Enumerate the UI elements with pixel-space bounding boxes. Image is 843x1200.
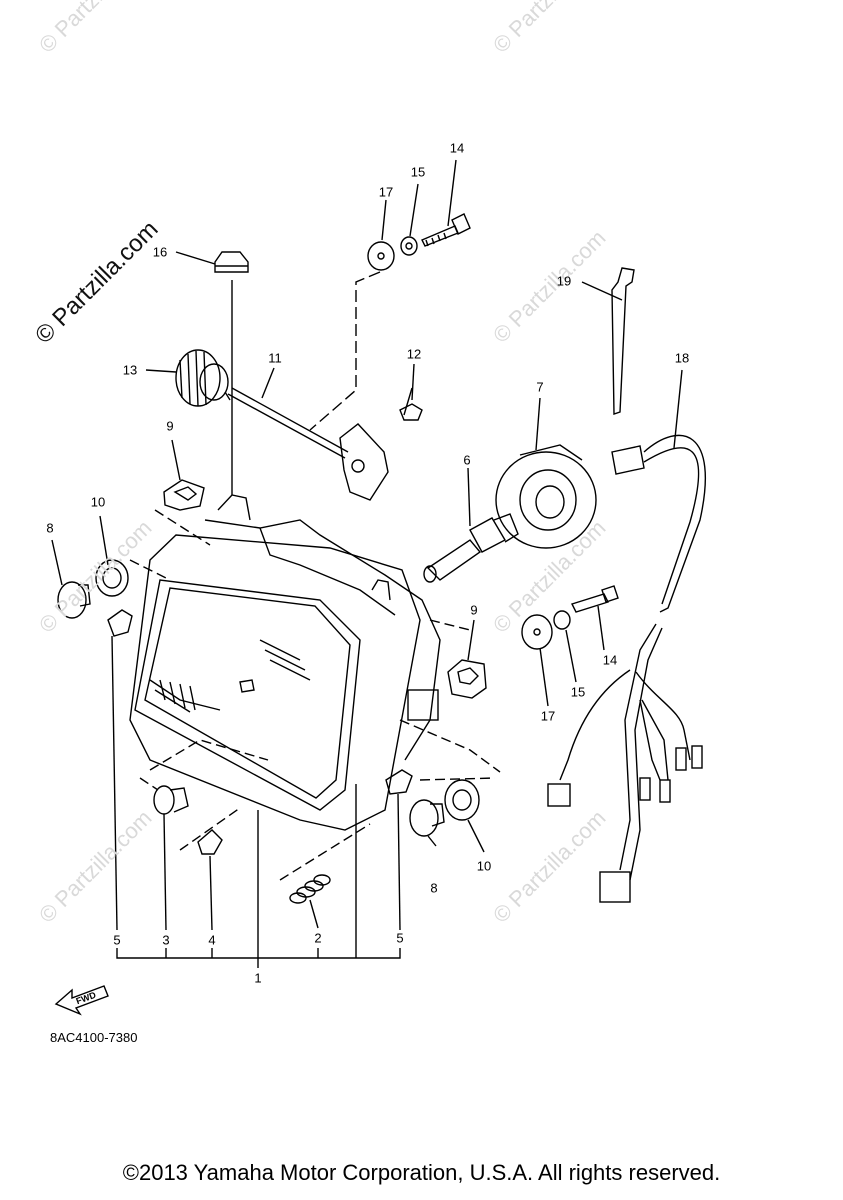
callout-10-right: 10: [476, 858, 492, 874]
callout-14-right: 14: [602, 652, 618, 668]
grommet-part-9-left: [163, 479, 205, 511]
callout-14-top: 14: [449, 140, 465, 156]
callout-10-left: 10: [90, 494, 106, 510]
callout-19: 19: [556, 273, 572, 289]
grommet-part-10-right: [444, 779, 480, 821]
callout-12: 12: [406, 346, 422, 362]
adjuster-knob-part-13: [175, 349, 231, 407]
clip-part-5-right: [385, 769, 413, 795]
callout-5-right: 5: [396, 930, 404, 946]
plug-part-4: [197, 829, 223, 855]
bolt-part-14-right: [571, 585, 619, 613]
grommet-part-16: [214, 251, 249, 273]
diagram-code: 8AC4100-7380: [50, 1030, 138, 1045]
callout-17-top: 17: [378, 184, 394, 200]
callout-1: 1: [254, 970, 262, 986]
callout-8-right: 8: [430, 880, 438, 896]
grommet-part-10-left: [95, 559, 129, 597]
plug-part-3: [153, 785, 189, 815]
callout-15-right: 15: [570, 684, 586, 700]
callout-7: 7: [536, 379, 544, 395]
washer-part-17-top: [367, 241, 395, 271]
cap-part-8-left: [57, 581, 91, 619]
callout-9-right: 9: [470, 602, 478, 618]
callout-6: 6: [463, 452, 471, 468]
callout-15-top: 15: [410, 164, 426, 180]
adjuster-rod-part-11: [227, 387, 389, 501]
callout-2: 2: [314, 930, 322, 946]
bulb-cover-part-7: [495, 444, 597, 549]
copyright-notice: ©2013 Yamaha Motor Corporation, U.S.A. A…: [122, 1160, 721, 1185]
screw-part-12: [399, 387, 423, 421]
callout-9-left: 9: [166, 418, 174, 434]
washer-part-17-right: [521, 614, 553, 650]
callout-18: 18: [674, 350, 690, 366]
wire-harness-part-18: [547, 434, 706, 903]
callout-3: 3: [162, 932, 170, 948]
cable-tie-part-19: [611, 267, 635, 415]
spring-part-2: [289, 874, 331, 904]
grommet-part-9-right: [447, 659, 487, 699]
fwd-arrow-icon: [54, 985, 109, 1016]
cap-part-8-right: [409, 799, 445, 837]
callout-11: 11: [268, 350, 282, 366]
callout-16: 16: [152, 244, 168, 260]
callout-4: 4: [208, 932, 216, 948]
bolt-part-14-top: [421, 213, 471, 247]
callout-17-right: 17: [540, 708, 556, 724]
clip-part-5-left: [107, 609, 133, 637]
washer-part-15-top: [400, 236, 418, 256]
headlight-housing: [129, 494, 441, 831]
bulb-part-6: [423, 513, 519, 583]
callout-5-left: 5: [113, 932, 121, 948]
callout-13: 13: [122, 362, 138, 378]
washer-part-15-right: [553, 610, 571, 630]
callout-8-left: 8: [46, 520, 54, 536]
